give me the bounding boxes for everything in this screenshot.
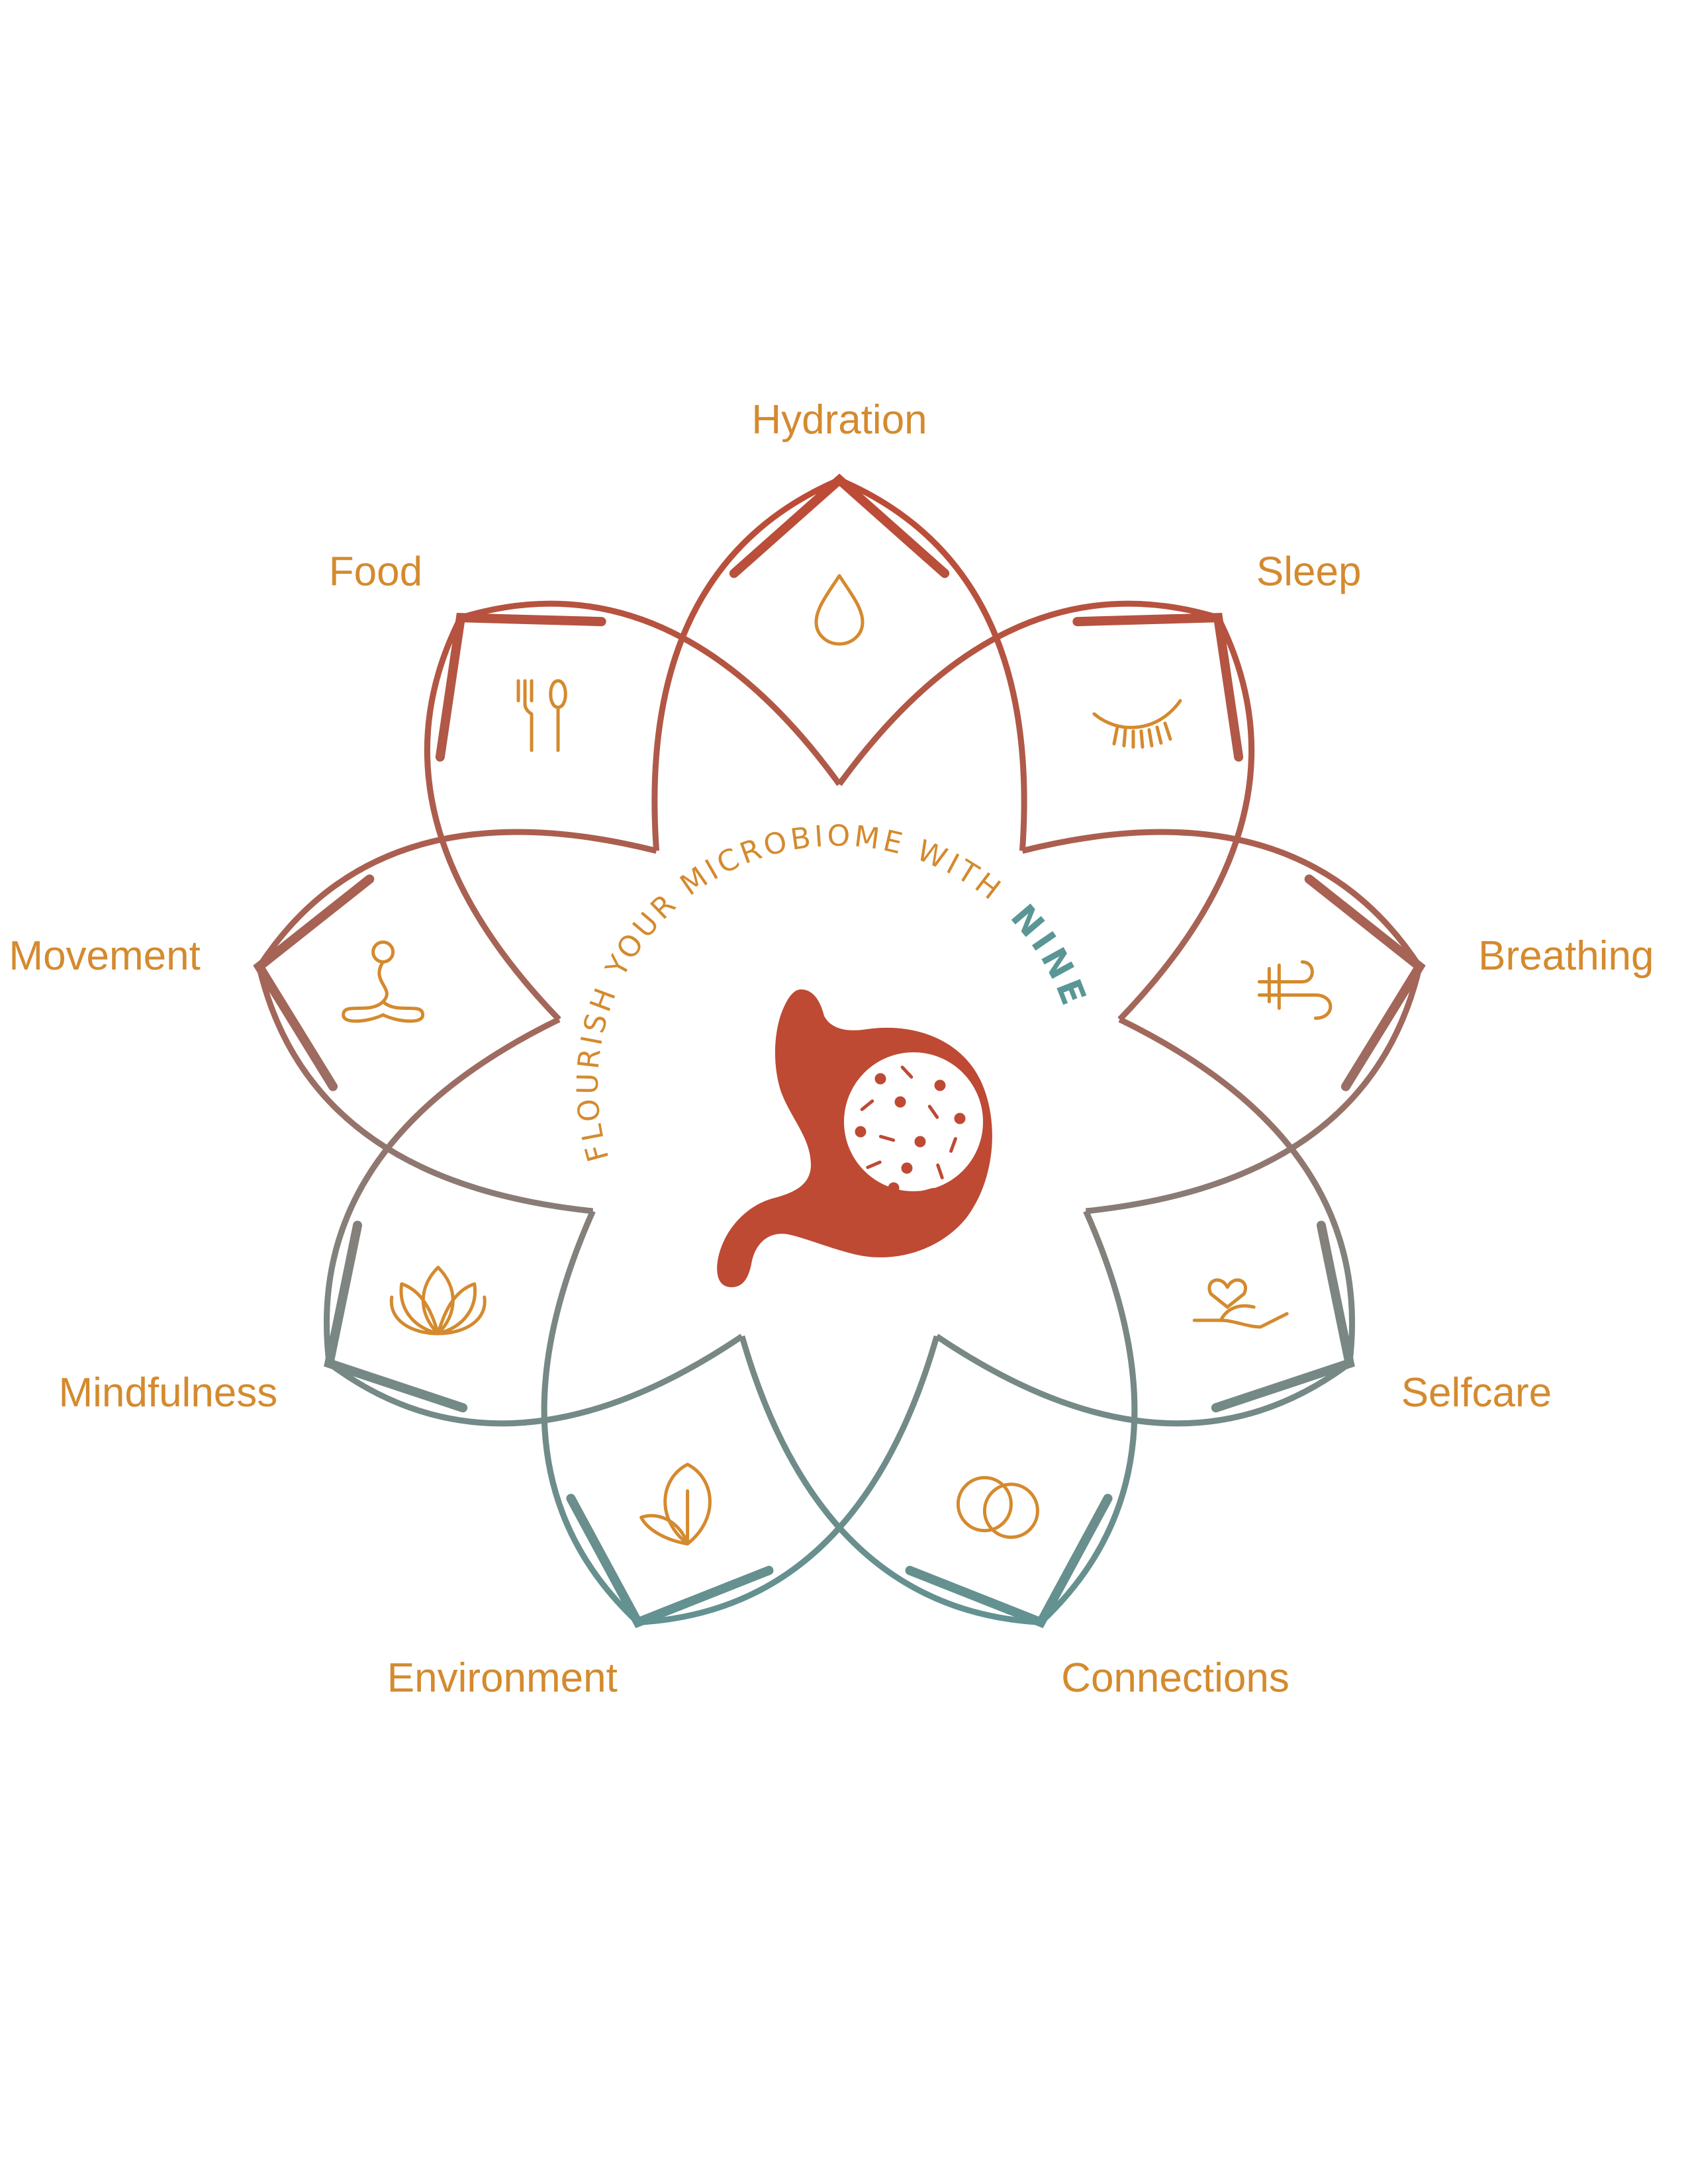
petal-tip-selfcare — [1211, 1220, 1355, 1413]
microbe-dot — [894, 1096, 906, 1108]
label-selfcare: Selfcare — [1401, 1370, 1552, 1416]
label-sleep: Sleep — [1256, 549, 1362, 594]
petal-tip-movement — [253, 874, 375, 1091]
microbe-rod — [949, 1137, 957, 1153]
fork-spoon-icon — [516, 679, 567, 752]
microbe-dot — [855, 1126, 867, 1138]
microbe-rod — [918, 1187, 935, 1195]
petal-tip-food — [435, 613, 606, 762]
microbe-dot — [954, 1113, 966, 1124]
microbe-dot — [888, 1182, 900, 1194]
stomach-microbiome-icon — [717, 989, 992, 1287]
microbe-rod — [900, 1066, 914, 1079]
meditation-icon — [342, 940, 425, 1023]
petals-group — [253, 473, 1426, 1629]
labels-group: HydrationSleepBreathingSelfcareConnectio… — [9, 397, 1654, 1701]
microbe-rod — [927, 1105, 939, 1119]
hand-heart-icon — [1192, 1278, 1289, 1329]
microbe-rod — [866, 1160, 882, 1169]
label-mindfulness: Mindfulness — [58, 1370, 277, 1416]
microbe-rod — [860, 1099, 874, 1111]
microbe-dot — [901, 1162, 913, 1174]
rings-icon — [956, 1476, 1039, 1539]
petal-tip-hydration — [729, 473, 950, 578]
label-movement: Movement — [9, 933, 200, 979]
microbe-rod — [936, 1163, 944, 1179]
petal-tip-mindfulness — [324, 1220, 468, 1413]
leaves-icon — [639, 1463, 712, 1546]
petal-selfcare — [935, 1017, 1355, 1427]
petal-tip-breathing — [1304, 874, 1426, 1091]
petal-mindfulness — [324, 1017, 744, 1427]
center-title: FLOURISH YOUR MICROBIOME WITH NINE ARMS … — [0, 0, 1095, 1165]
icons-group — [342, 574, 1333, 1546]
wind-icon — [1257, 960, 1333, 1020]
closed-eye-icon — [1092, 699, 1182, 749]
water-drop-icon — [814, 574, 865, 646]
microbe-dot — [914, 1136, 926, 1148]
petal-hydration — [651, 477, 1027, 851]
microbe-rod — [878, 1134, 896, 1142]
label-environment: Environment — [387, 1655, 618, 1701]
center-title-text: FLOURISH YOUR MICROBIOME WITH NINE ARMS … — [0, 0, 1095, 1165]
microbe-dot — [934, 1079, 946, 1091]
label-breathing: Breathing — [1478, 933, 1654, 979]
petal-tip-connections — [905, 1494, 1113, 1629]
microbe-dot — [874, 1073, 886, 1085]
lotus-icon — [389, 1265, 487, 1336]
label-connections: Connections — [1061, 1655, 1289, 1701]
label-hydration: Hydration — [751, 397, 927, 443]
label-food: Food — [329, 549, 422, 594]
petal-tip-sleep — [1072, 613, 1244, 762]
petal-tip-environment — [566, 1494, 774, 1629]
petal-breathing — [1021, 829, 1423, 1214]
